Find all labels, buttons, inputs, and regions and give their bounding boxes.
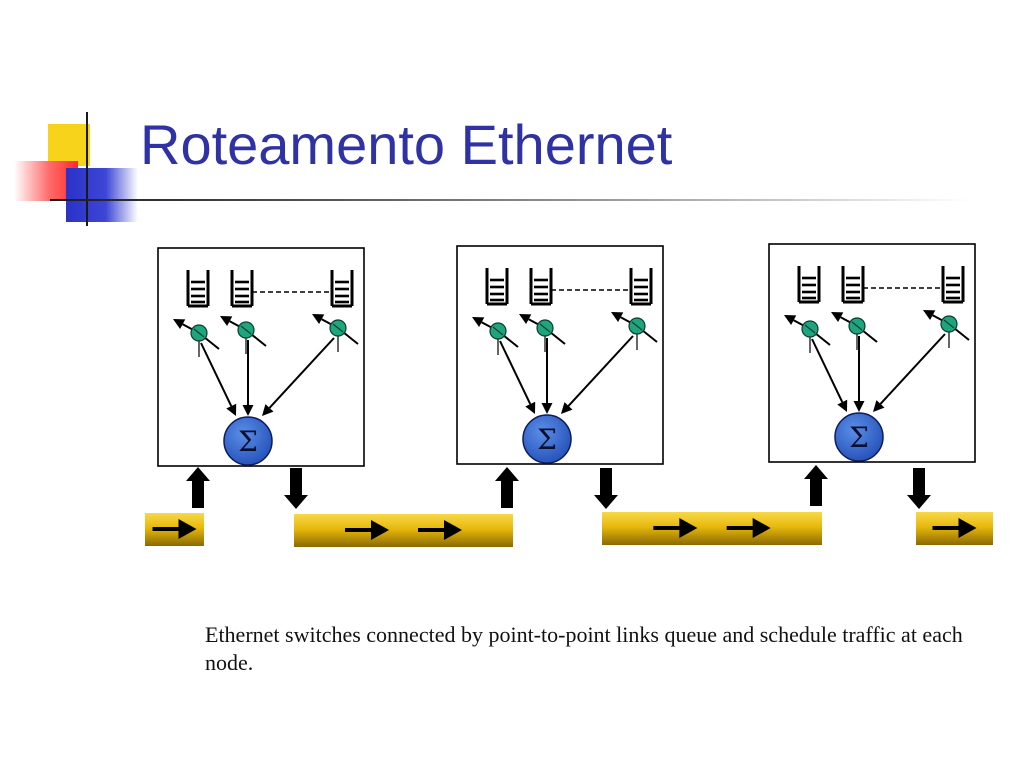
down-arrow-icon <box>284 468 308 509</box>
up-arrow-icon <box>495 467 519 508</box>
logo-yellow-square <box>48 124 90 166</box>
feed-arrow-icon <box>811 338 848 412</box>
sum-symbol: Σ <box>238 425 258 458</box>
link-pipe-1 <box>145 513 204 546</box>
feed-arrow-icon <box>242 340 254 416</box>
sum-node-icon: Σ <box>522 414 572 464</box>
selector-icon <box>923 310 970 341</box>
flow-arrow-icon <box>726 518 771 538</box>
switch-1: Σ <box>157 247 365 467</box>
link-pipe-2 <box>294 514 513 547</box>
queue-icon <box>529 268 553 306</box>
queue-icon <box>629 268 653 306</box>
feed-arrow-icon <box>853 336 865 412</box>
feed-arrow-icon <box>200 342 237 416</box>
flow-arrow-icon <box>418 520 462 540</box>
link-pipe-3 <box>602 512 822 545</box>
feed-arrow-icon <box>541 338 553 414</box>
queue-icon <box>841 266 865 304</box>
queue-icon <box>230 270 254 308</box>
link-pipe-4 <box>916 512 993 545</box>
sum-node-icon: Σ <box>834 412 884 462</box>
sum-symbol: Σ <box>849 421 869 454</box>
selector-icon <box>220 316 267 347</box>
flow-arrow-icon <box>152 519 197 539</box>
feed-arrow-icon <box>873 333 946 412</box>
selector-icon <box>472 317 519 348</box>
up-arrow-icon <box>804 465 828 506</box>
selector-icon <box>519 314 566 345</box>
sum-symbol: Σ <box>537 423 557 456</box>
queue-icon <box>186 270 210 308</box>
selector-icon <box>611 312 658 343</box>
pipe-body <box>602 512 822 545</box>
logo-blue-square <box>66 168 138 222</box>
switch-2: Σ <box>456 245 664 465</box>
title-underline <box>50 199 970 201</box>
diagram-caption: Ethernet switches connected by point-to-… <box>205 622 963 675</box>
flow-arrow-icon <box>345 520 389 540</box>
logo-vertical-line <box>86 112 88 226</box>
flow-arrow-icon <box>653 518 698 538</box>
feed-arrow-icon <box>499 340 536 414</box>
queue-icon <box>485 268 509 306</box>
switch-3: Σ <box>768 243 976 463</box>
queue-icon <box>941 266 965 304</box>
queue-icon <box>330 270 354 308</box>
selector-icon <box>312 314 359 345</box>
pipe-body <box>294 514 513 547</box>
selector-icon <box>173 319 220 350</box>
sum-node-icon: Σ <box>223 416 273 466</box>
selector-icon <box>831 312 878 343</box>
up-arrow-icon <box>186 467 210 508</box>
down-arrow-icon <box>594 468 618 509</box>
down-arrow-icon <box>907 468 931 509</box>
feed-arrow-icon <box>561 335 634 414</box>
slide-title: Roteamento Ethernet <box>140 113 673 176</box>
flow-arrow-icon <box>932 518 977 538</box>
queue-icon <box>797 266 821 304</box>
selector-icon <box>784 315 831 346</box>
feed-arrow-icon <box>262 337 335 416</box>
